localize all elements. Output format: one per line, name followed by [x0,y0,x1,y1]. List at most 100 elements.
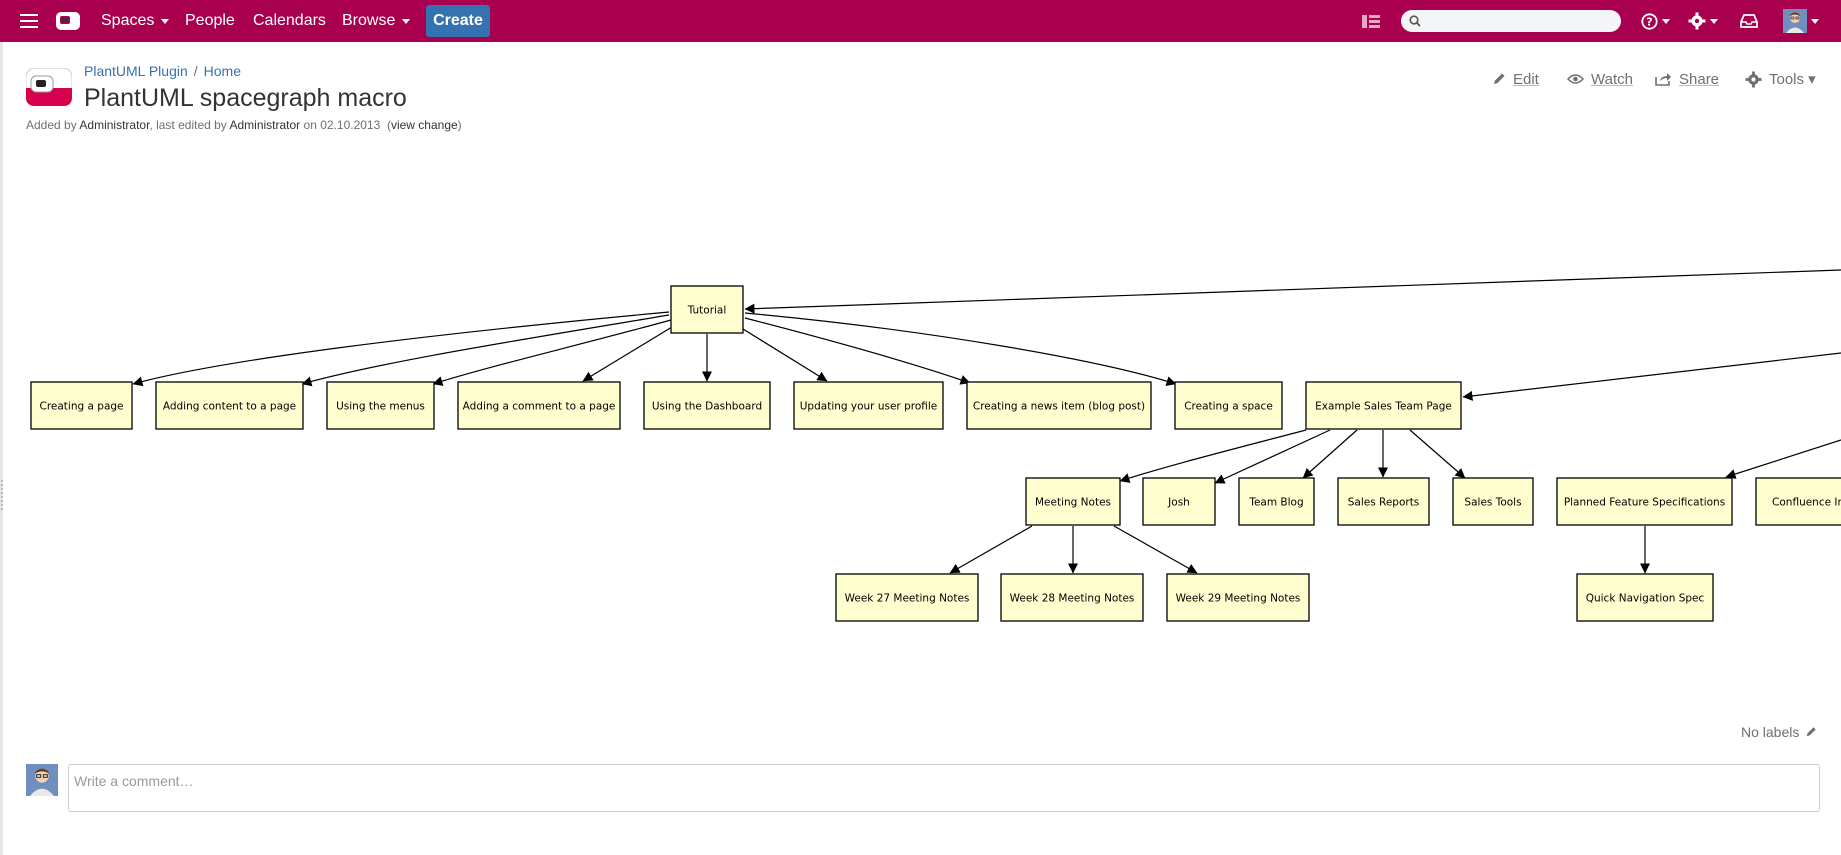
node-box [1000,573,1144,622]
edge-tutorial-to-using_menus [432,319,672,386]
node-creating_space[interactable]: Creating a space [1174,381,1283,430]
edge-root-to-example_sales [1462,352,1841,401]
byline-edited-label: , last edited by [149,118,227,132]
share-button[interactable]: Share [1655,69,1719,89]
node-josh[interactable]: Josh [1142,477,1216,526]
node-week28[interactable]: Week 28 Meeting Notes [1000,573,1144,622]
eye-icon [1567,74,1584,84]
node-label: Week 28 Meeting Notes [1010,593,1135,605]
edit-labels-pencil-icon[interactable] [1805,726,1817,738]
node-sales_reports[interactable]: Sales Reports [1337,477,1430,526]
nav-people-label: People [185,12,235,29]
node-creating_news[interactable]: Creating a news item (blog post) [966,381,1152,430]
nav-spaces[interactable]: Spaces [101,0,170,42]
byline-date[interactable]: 02.10.2013 [320,118,381,132]
view-change-link[interactable]: view change [390,118,458,132]
node-box [1337,477,1430,526]
node-label: Creating a page [40,401,124,413]
search-input[interactable] [1429,12,1613,32]
byline-editor-link[interactable]: Administrator [229,118,301,132]
node-box [1576,573,1714,622]
node-example_sales[interactable]: Example Sales Team Page [1305,381,1462,430]
node-label: Creating a space [1184,401,1273,413]
node-label: Week 27 Meeting Notes [845,593,970,605]
comment-input[interactable]: Write a comment… [68,764,1820,812]
space-logo[interactable] [25,67,73,107]
nav-people[interactable]: People [185,0,235,42]
node-label: Sales Tools [1464,497,1521,509]
labels-section: No labels [1741,724,1817,740]
diagram-edges [132,269,1841,574]
node-box [457,381,621,430]
sidebar-icon[interactable] [1362,0,1380,42]
watch-button[interactable]: Watch [1567,69,1633,89]
edge-tutorial-to-updating_profile [742,328,828,382]
node-week29[interactable]: Week 29 Meeting Notes [1166,573,1310,622]
node-confluence_inc[interactable]: Confluence Inc [1755,477,1841,526]
edge-tutorial-to-adding_content [301,314,670,387]
edit-button[interactable]: Edit [1492,69,1539,89]
edge-example_sales-to-sales_tools [1409,429,1466,479]
user-avatar [1783,9,1807,33]
breadcrumb-space-link[interactable]: PlantUML Plugin [84,63,188,79]
nav-calendars[interactable]: Calendars [253,0,326,42]
edge-tutorial-to-creating_page [132,311,670,387]
search-box[interactable] [1401,10,1621,32]
nav-browse[interactable]: Browse [342,0,411,42]
app-logo-icon[interactable] [55,0,81,42]
help-icon: ? [1641,12,1658,30]
byline-creator-link[interactable]: Administrator [79,118,150,132]
node-label: Confluence Inc [1772,497,1841,509]
node-box [835,573,979,622]
node-creating_page[interactable]: Creating a page [30,381,133,430]
tools-button[interactable]: Tools ▾ [1745,69,1816,89]
node-quick_nav[interactable]: Quick Navigation Spec [1576,573,1714,622]
node-box [643,381,771,430]
byline-on-label: on [303,118,317,132]
node-label: Meeting Notes [1035,497,1111,509]
sidebar-resize-handle[interactable] [1,480,3,512]
top-header: Spaces People Calendars Browse Create ? [0,0,1841,42]
edge-meeting_notes-to-week27 [949,525,1033,574]
node-sales_tools[interactable]: Sales Tools [1452,477,1534,526]
node-updating_profile[interactable]: Updating your user profile [793,381,944,430]
edge-root-to-planned_specs [1725,439,1841,479]
chevron-down-icon [402,18,411,24]
node-team_blog[interactable]: Team Blog [1238,477,1315,526]
node-box [155,381,304,430]
breadcrumb-separator: / [193,63,198,79]
breadcrumb-home-link[interactable]: Home [203,63,242,79]
node-box [1174,381,1283,430]
node-label: Adding content to a page [163,401,296,413]
node-label: Week 29 Meeting Notes [1176,593,1301,605]
page-byline: Added by Administrator, last edited by A… [26,118,462,132]
node-box [1166,573,1310,622]
tools-label: Tools ▾ [1769,71,1816,88]
create-button[interactable]: Create [426,5,490,37]
node-adding_comment[interactable]: Adding a comment to a page [457,381,621,430]
settings-menu[interactable] [1688,0,1718,42]
node-meeting_notes[interactable]: Meeting Notes [1025,477,1121,526]
node-label: Using the menus [336,401,425,413]
share-icon [1655,73,1671,86]
user-menu[interactable] [1783,0,1819,42]
edge-tutorial-to-creating_news [744,317,971,385]
node-label: Adding a comment to a page [463,401,616,413]
node-box [1556,477,1733,526]
node-using_dashboard[interactable]: Using the Dashboard [643,381,771,430]
node-adding_content[interactable]: Adding content to a page [155,381,304,430]
chevron-down-icon [1710,18,1718,24]
node-week27[interactable]: Week 27 Meeting Notes [835,573,979,622]
node-label: Tutorial [687,305,727,317]
pencil-icon [1494,73,1505,84]
node-tutorial[interactable]: Tutorial [670,285,744,334]
help-menu[interactable]: ? [1641,0,1670,42]
menu-icon[interactable] [20,0,38,42]
node-box [1305,381,1462,430]
node-using_menus[interactable]: Using the menus [326,381,435,430]
chevron-down-icon [1811,18,1819,24]
node-planned_specs[interactable]: Planned Feature Specifications [1556,477,1733,526]
notifications-icon[interactable] [1740,0,1758,42]
